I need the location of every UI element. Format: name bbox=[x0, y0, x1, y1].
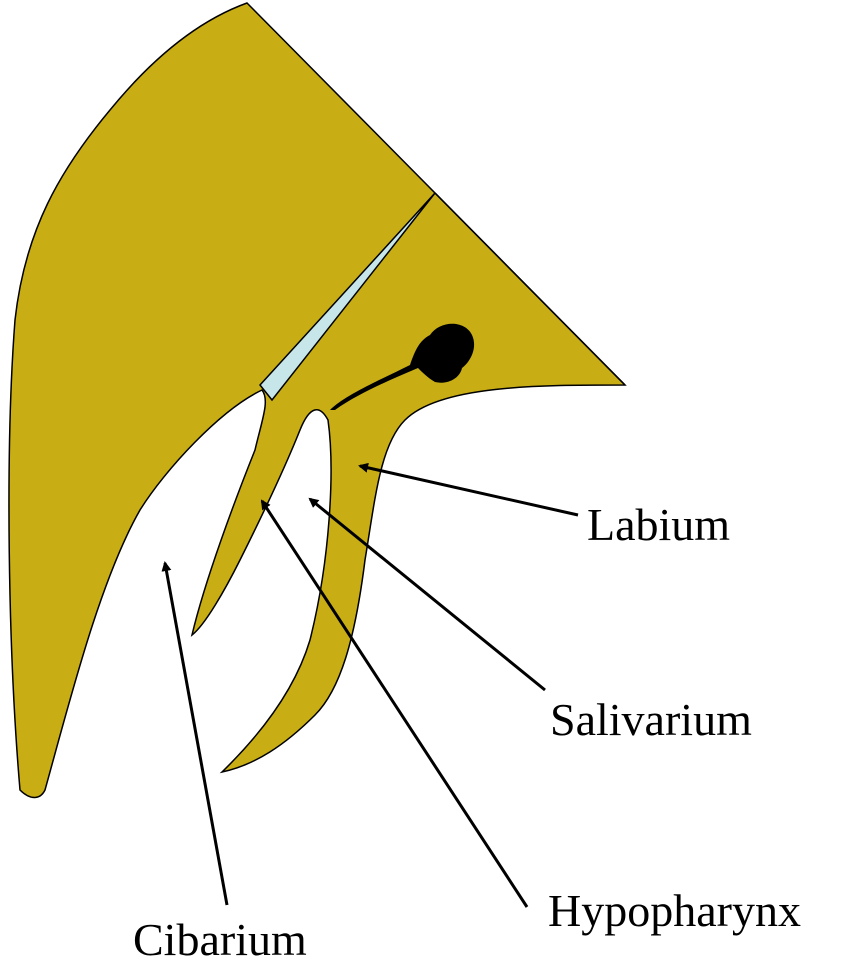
label-salivarium: Salivarium bbox=[550, 694, 752, 745]
label-hypopharynx: Hypopharynx bbox=[548, 885, 801, 936]
cibarium-pointer bbox=[165, 563, 227, 905]
label-cibarium: Cibarium bbox=[133, 914, 307, 962]
label-labium: Labium bbox=[587, 499, 730, 550]
labium-pointer bbox=[360, 466, 578, 515]
